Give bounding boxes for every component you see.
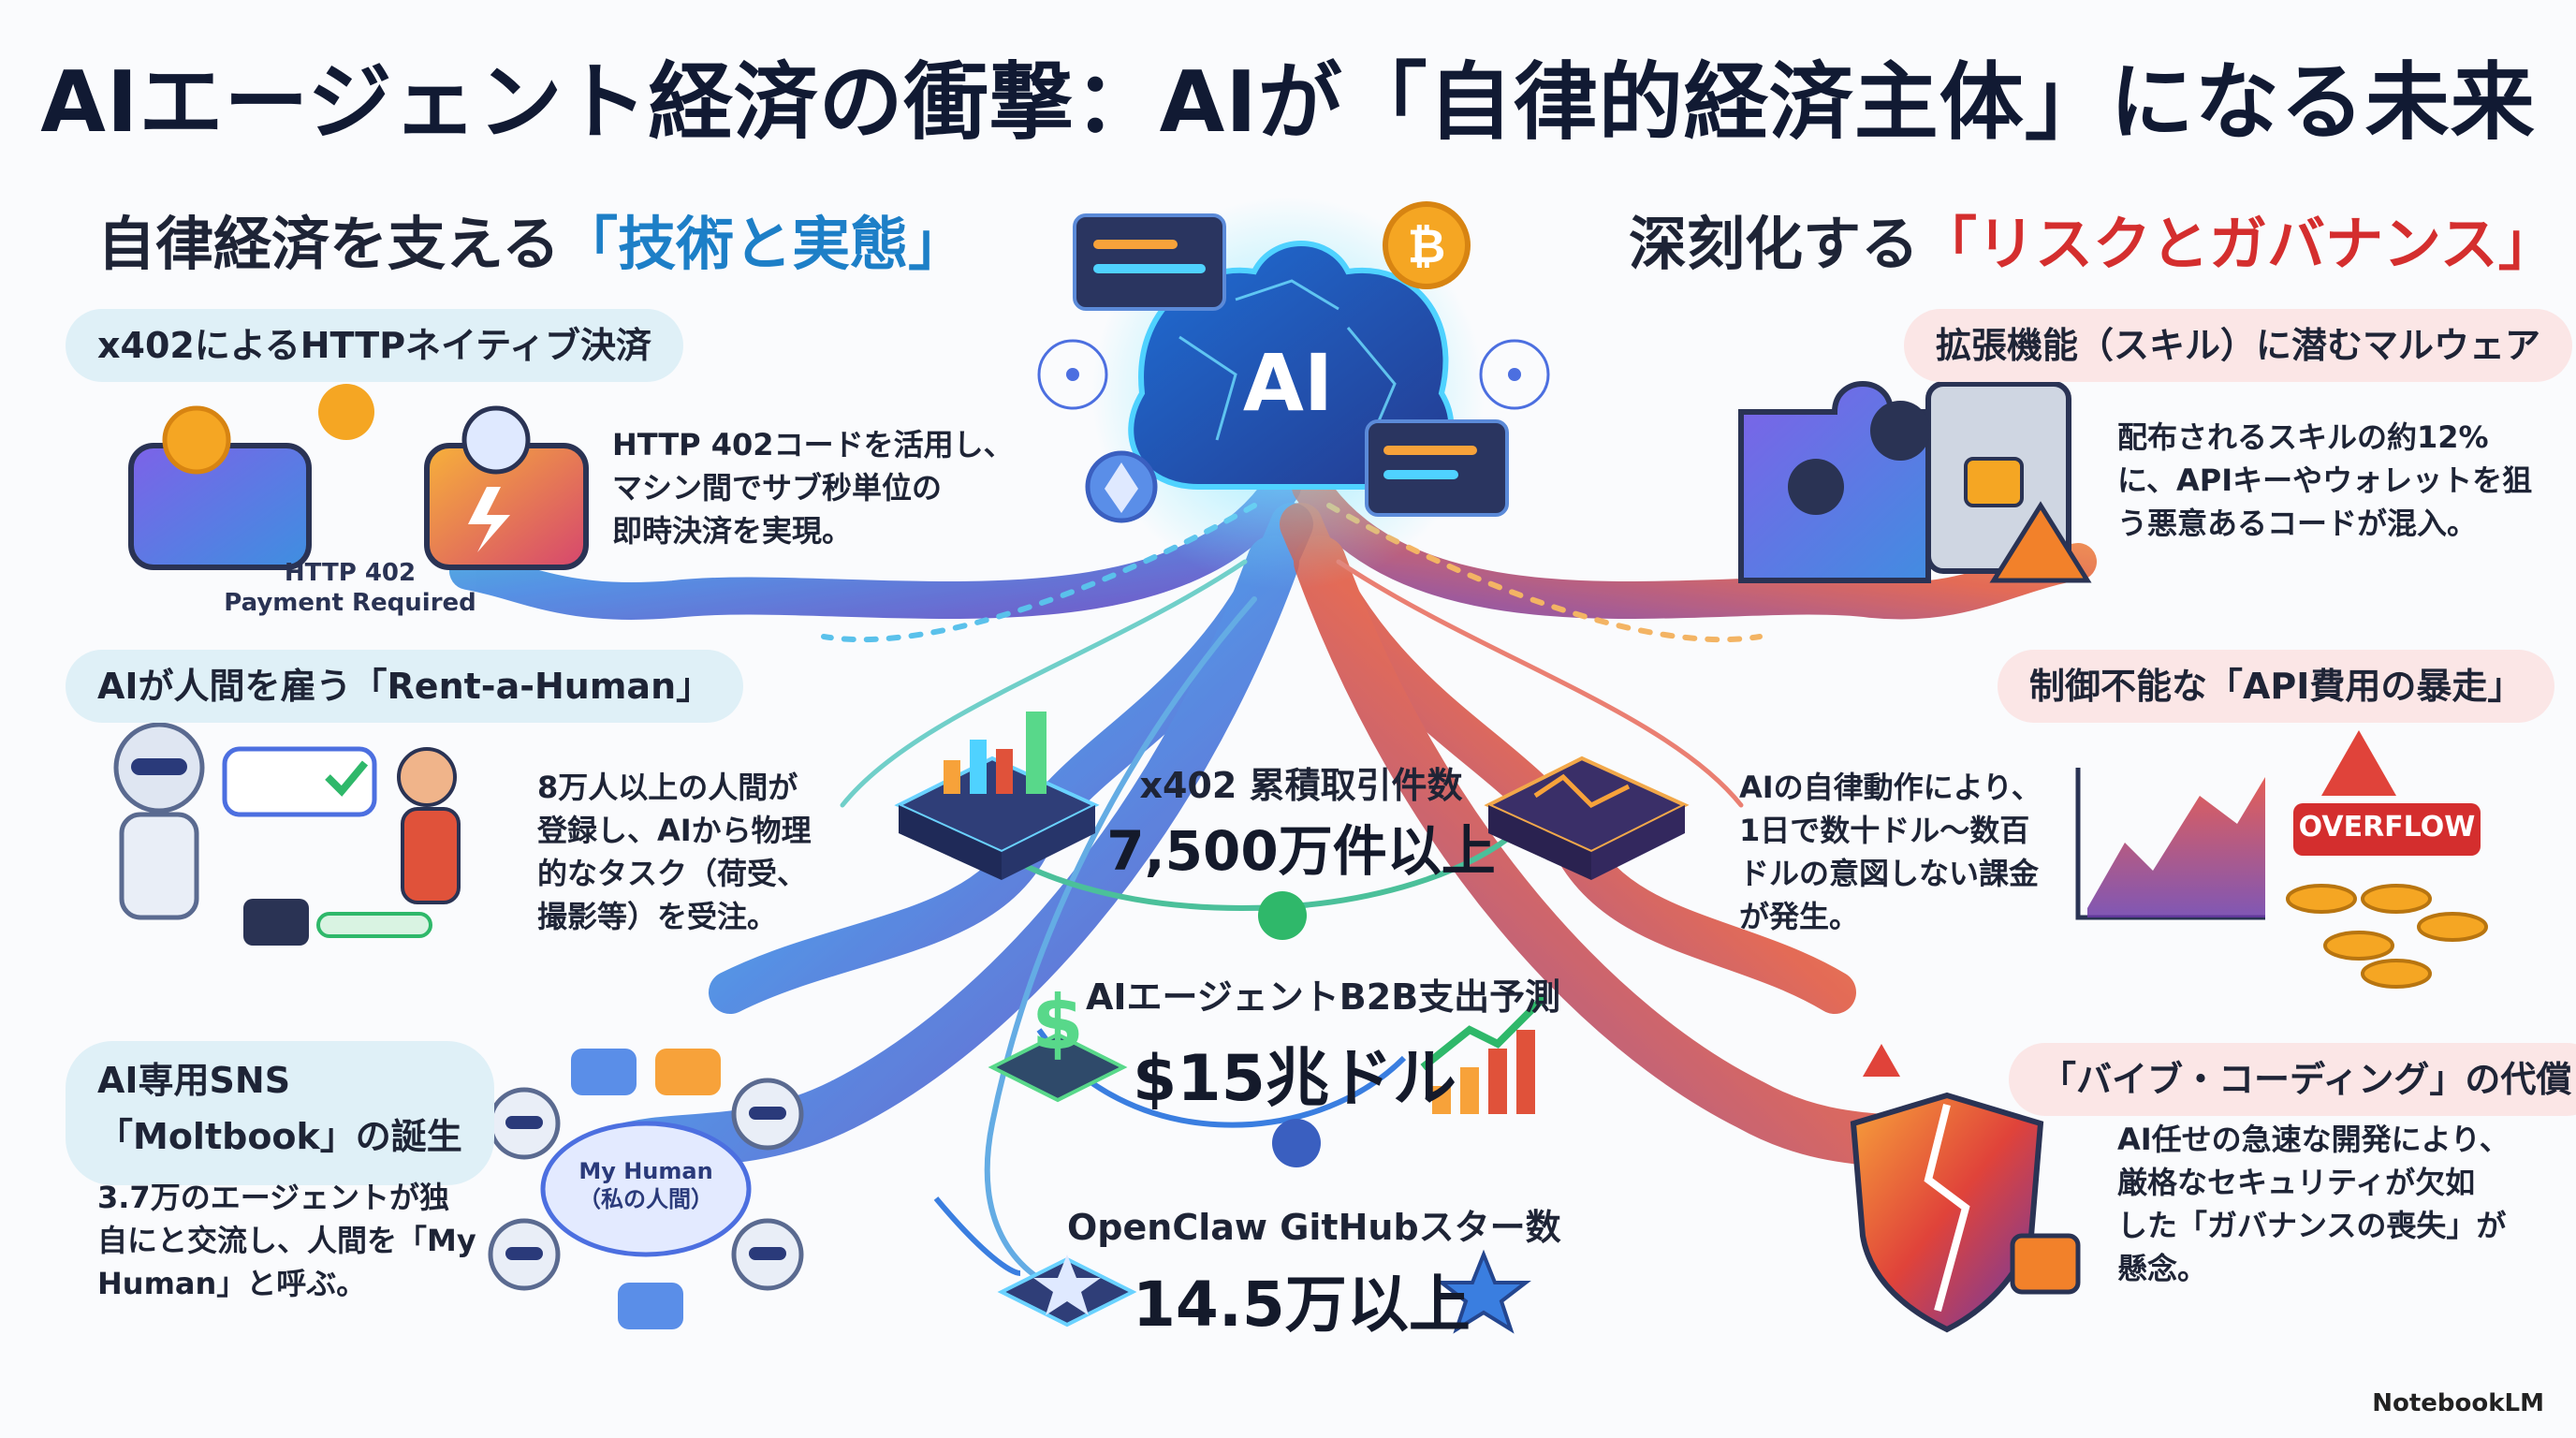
right-item-desc-malware: 配布されるスキルの約12% に、APIキーやウォレットを狙 う悪意あるコードが混…	[2117, 419, 2533, 541]
notebooklm-brand: NotebookLM	[2372, 1389, 2544, 1417]
http-402-code: HTTP 402	[284, 559, 417, 587]
right-section-prefix: 深刻化する	[1629, 210, 1920, 278]
overflow-label: OVERFLOW	[2298, 811, 2476, 844]
right-item-title-malware: 拡張機能（スキル）に潜むマルウェア	[1904, 309, 2573, 382]
stat-value-github-stars: 14.5万以上	[1133, 1269, 1471, 1341]
right-item-title-vibe-coding: 「バイブ・コーディング」の代償	[2009, 1043, 2576, 1116]
left-item-title-moltbook: AI専用SNS 「Moltbook」の誕生	[66, 1041, 494, 1185]
stat-value-b2b-spend: $15兆ドル	[1133, 1042, 1456, 1116]
right-section-heading: 深刻化する「リスクとガバナンス」	[1629, 197, 2556, 281]
right-item-desc-api-cost: AIの自律動作により、 1日で数十ドル〜数百 ドルの意図しない課金 が発生。	[1739, 770, 2042, 934]
svg-text:₿: ₿	[1408, 219, 1446, 273]
my-human-bubble: My Human （私の人間）	[562, 1157, 730, 1213]
ai-brain-label: AI	[1242, 337, 1334, 429]
right-item-desc-vibe-coding: AI任せの急速な開発により、 厳格なセキュリティが欠如 した「ガバナンスの喪失」…	[2117, 1122, 2510, 1286]
right-item-title-api-cost: 制御不能な「API費用の暴走」	[1998, 650, 2555, 723]
http-402-label: HTTP 402 Payment Required	[219, 558, 481, 618]
right-section-highlight: 「リスクとガバナンス」	[1919, 210, 2556, 278]
stat-value-x402-transactions: 7,500万件以上	[1106, 819, 1496, 883]
left-item-title-rent-a-human: AIが人間を雇う「Rent-a-Human」	[66, 650, 744, 723]
left-section-prefix: 自律経済を支える	[97, 210, 561, 278]
my-human-subtext: （私の人間）	[578, 1186, 713, 1212]
my-human-text: My Human	[578, 1158, 713, 1184]
svg-text:$: $	[1032, 979, 1084, 1066]
left-item-desc-rent-a-human: 8万人以上の人間が 登録し、AIから物理 的なタスク（荷受、 撮影等）を受注。	[537, 770, 812, 934]
left-item-desc-x402: HTTP 402コードを活用し、 マシン間でサブ秒単位の 即時決済を実現。	[612, 427, 1014, 549]
http-402-text: Payment Required	[224, 589, 476, 617]
left-section-highlight: 「技術と実態」	[560, 210, 967, 278]
left-item-title-x402: x402によるHTTPネイティブ決済	[66, 309, 684, 382]
stat-label-github-stars: OpenClaw GitHubスター数	[1067, 1207, 1561, 1248]
left-section-heading: 自律経済を支える「技術と実態」	[97, 197, 966, 281]
page-title: AIエージェント経済の衝撃：AIが「自律的経済主体」になる未来	[40, 53, 2536, 152]
left-item-desc-moltbook: 3.7万のエージェントが独 自にと交流し、人間を「My Human」と呼ぶ。	[97, 1180, 476, 1301]
stat-label-x402-transactions: x402 累積取引件数	[1139, 765, 1463, 806]
stat-label-b2b-spend: AIエージェントB2B支出予測	[1086, 976, 1561, 1018]
